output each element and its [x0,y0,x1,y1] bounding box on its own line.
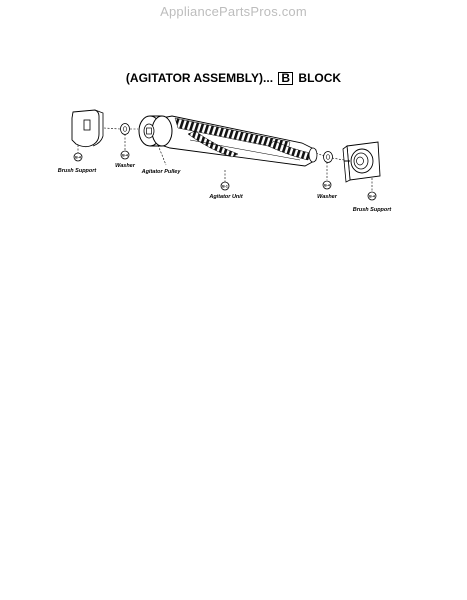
ref-agitator-unit: B-1 [222,184,228,188]
callout-washer-left: B-4 Washer [115,150,136,169]
callout-brush-support-left: B-4 Brush Support [58,152,98,174]
label-agitator-unit: Agitator Unit [208,194,243,200]
label-washer-right: Washer [317,194,338,200]
title-prefix: (AGITATOR ASSEMBLY)... [125,71,274,85]
callout-brush-support-right: B-4 Brush Support [353,191,393,213]
diagram-title: (AGITATOR ASSEMBLY)... B BLOCK [0,71,467,85]
callout-agitator-pulley: Agitator Pulley [141,169,182,175]
title-block-letter: B [278,72,294,85]
ref-brush-support-left: B-4 [75,155,81,159]
left-brush-support[interactable] [71,109,104,148]
ref-washer-left: B-4 [122,153,128,157]
label-brush-support-left: Brush Support [58,168,98,174]
leader-lines [77,127,373,192]
site-watermark: AppliancePartsPros.com [160,4,307,19]
ref-washer-right: B-4 [324,183,330,187]
agitator-unit[interactable] [151,115,318,167]
title-suffix: BLOCK [298,71,342,85]
right-washer[interactable] [323,151,333,163]
agitator-pulley[interactable] [138,115,173,147]
left-washer[interactable] [120,123,130,135]
ref-brush-support-right: B-4 [369,194,375,198]
callout-washer-right: B-4 Washer [317,180,338,200]
label-brush-support-right: Brush Support [353,207,393,213]
right-brush-support[interactable] [342,141,381,183]
label-agitator-pulley: Agitator Pulley [141,169,182,175]
label-washer-left: Washer [115,163,136,169]
callout-agitator-unit: B-1 Agitator Unit [208,181,244,200]
